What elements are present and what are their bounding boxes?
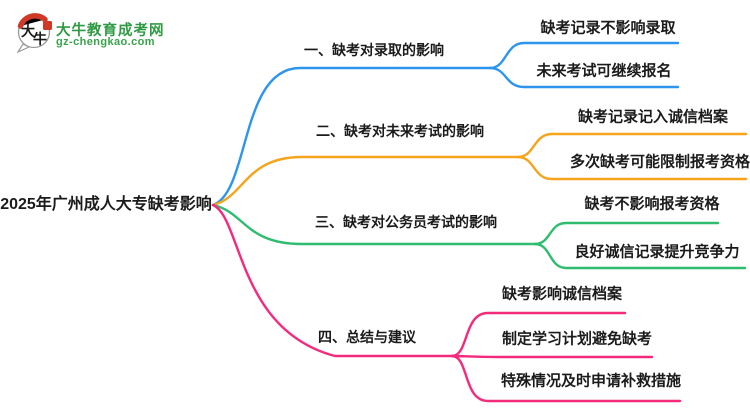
branch-3-fork-upper: [533, 221, 720, 246]
logo-seal-icon: [43, 21, 52, 30]
branch-4-fork-middle: [450, 354, 654, 359]
logo-site-name: 大牛教育成考网: [56, 23, 165, 39]
branch-2-label[interactable]: 二、缺考对未来考试的影响: [316, 122, 484, 139]
leaf-4-3-label[interactable]: 特殊情况及时申请补救措施: [500, 372, 682, 390]
leaf-4-2-label[interactable]: 制定学习计划避免缺考: [501, 330, 653, 348]
branch-1-line: [211, 66, 492, 207]
branch-3-line: [211, 203, 537, 246]
leaf-2-1-label[interactable]: 缺考记录记入诚信档案: [577, 108, 729, 126]
site-logo[interactable]: 大 牛 大牛教育成考网 gz-chengkao.com: [0, 0, 230, 60]
logo-mark-char1: 大: [21, 23, 35, 39]
leaf-1-1-label[interactable]: 缺考记录不影响录取: [540, 19, 676, 37]
branch-2-fork-lower: [516, 155, 748, 181]
branch-3-fork-lower: [533, 242, 747, 270]
logo-red-cap: [17, 13, 48, 29]
logo-mark-char2: 牛: [33, 31, 47, 47]
leaf-2-2-label[interactable]: 多次缺考可能限制报考资格: [569, 153, 750, 171]
branch-4-fork-upper: [450, 311, 627, 358]
leaf-1-2-label[interactable]: 未来考试可继续报名: [536, 62, 672, 80]
branch-3-label[interactable]: 三、缺考对公务员考试的影响: [315, 213, 497, 230]
leaf-3-2-label[interactable]: 良好诚信记录提升竞争力: [574, 243, 740, 261]
leaf-4-1-label[interactable]: 缺考影响诚信档案: [501, 285, 623, 303]
branch-4-line: [211, 203, 454, 358]
branch-1-fork-upper: [488, 41, 680, 70]
branch-2-line: [211, 155, 520, 207]
branch-1-label[interactable]: 一、缺考对录取的影响: [304, 41, 444, 58]
logo-site-domain: gz-chengkao.com: [56, 36, 155, 48]
leaf-3-1-label[interactable]: 缺考不影响报考资格: [584, 195, 720, 213]
branch-1-fork-lower: [488, 66, 680, 89]
branch-4-fork-lower: [450, 354, 682, 403]
branch-4-label[interactable]: 四、总结与建议: [318, 328, 416, 345]
logo-bubble-icon: 大 牛: [16, 13, 52, 53]
branch-2-fork-upper: [516, 132, 748, 159]
mindmap-root-node[interactable]: 2025年广州成人大专缺考影响: [0, 195, 212, 213]
